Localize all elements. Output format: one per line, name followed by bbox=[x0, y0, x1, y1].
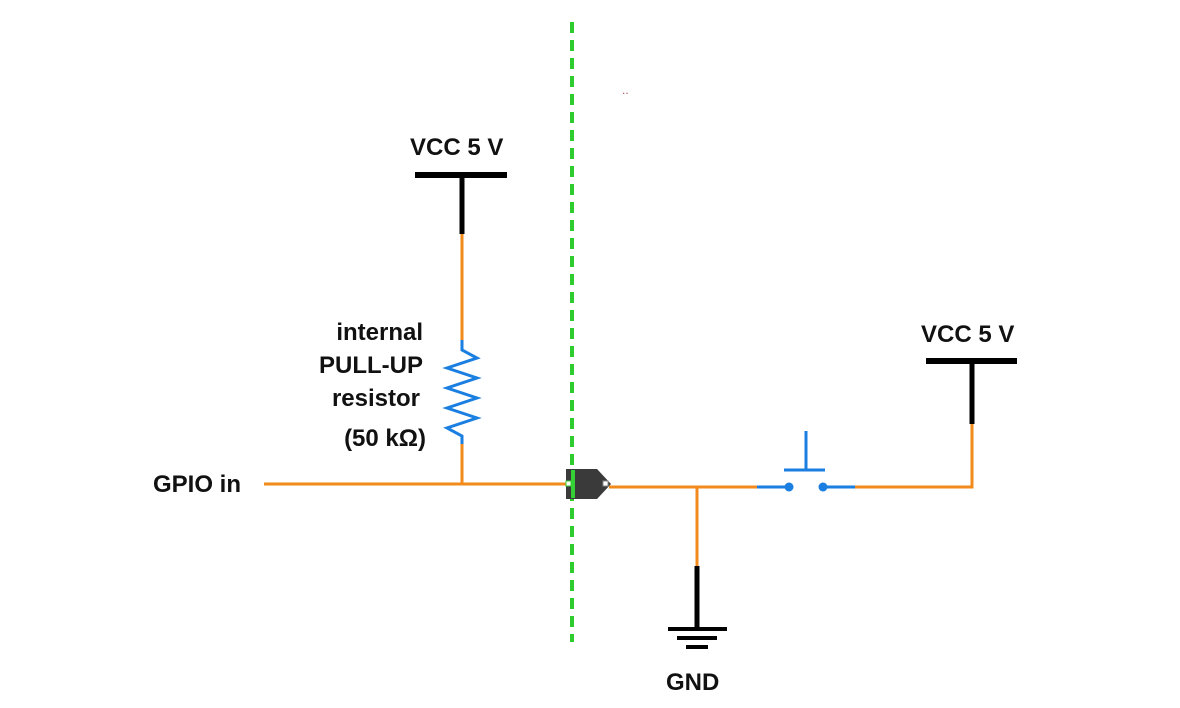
gnd-label: GND bbox=[666, 669, 719, 696]
resistor-label-line3: resistor bbox=[332, 385, 420, 412]
resistor-zigzag-icon bbox=[442, 340, 482, 444]
pushbutton-switch-icon bbox=[757, 431, 855, 492]
pin-header-connector-icon bbox=[565, 469, 611, 499]
resistor-label-line2: PULL-UP bbox=[319, 352, 423, 379]
wire-switch-to-vcc-right bbox=[855, 424, 974, 489]
vcc-right-power-icon bbox=[926, 358, 1017, 424]
vcc-left-label: VCC 5 V bbox=[410, 134, 503, 161]
vcc-right-label: VCC 5 V bbox=[921, 321, 1014, 348]
resistor-value-label: (50 kΩ) bbox=[344, 425, 426, 452]
ground-icon bbox=[668, 566, 727, 649]
gpio-in-label: GPIO in bbox=[153, 471, 241, 498]
resistor-label-line1: internal bbox=[336, 319, 423, 346]
vcc-left-power-icon bbox=[415, 172, 507, 234]
stray-dots: .. bbox=[622, 83, 629, 97]
